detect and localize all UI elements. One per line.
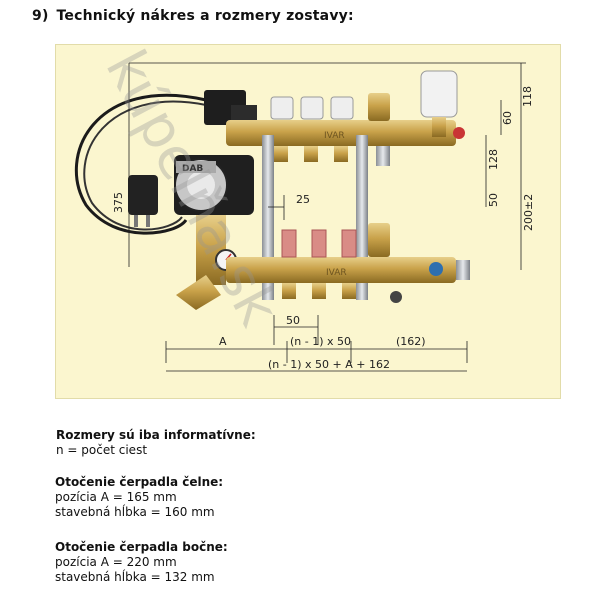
section-title: Technický nákres a rozmery zostavy: <box>56 8 354 24</box>
note-line: stavebná hĺbka = 132 mm <box>55 570 215 584</box>
dim-total: (n - 1) x 50 + A + 162 <box>268 358 390 371</box>
manifold-drawing: DAB IVAR IVAR <box>74 62 535 372</box>
dim-118: 118 <box>521 86 534 107</box>
dim-A: A <box>219 335 227 348</box>
drain-valve <box>429 262 443 276</box>
pump-body <box>196 215 226 285</box>
dim-128: 128 <box>487 149 500 170</box>
flow-meter-2 <box>311 229 327 258</box>
thermostatic-head <box>420 70 458 118</box>
pump-brand-label: DAB <box>182 164 203 174</box>
note-pump-front: Otočenie čerpadla čelne: pozícia A = 165… <box>55 475 223 520</box>
note-line: n = počet ciest <box>56 443 148 457</box>
note-line: pozícia A = 165 mm <box>55 490 177 504</box>
dim-162: (162) <box>396 335 426 348</box>
manifold-label-upper: IVAR <box>324 131 345 141</box>
note-informative: Rozmery sú iba informatívne: n = počet c… <box>56 428 256 458</box>
upper-manifold <box>226 120 456 146</box>
section-number: 9) <box>32 8 49 24</box>
note-pump-side: Otočenie čerpadla bočne: pozícia A = 220… <box>55 540 228 585</box>
circulation-pump: DAB <box>174 155 254 215</box>
dim-50-vertical: 50 <box>487 193 500 207</box>
dim-n1x50: (n - 1) x 50 <box>290 335 351 348</box>
power-plug <box>128 175 158 227</box>
pump-cable <box>74 93 207 235</box>
note-line: stavebná hĺbka = 160 mm <box>55 505 215 519</box>
note-title: Otočenie čerpadla čelne: <box>55 475 224 489</box>
pump-cable-2 <box>83 100 207 231</box>
dim-50-horizontal: 50 <box>286 314 300 327</box>
mixing-valve <box>176 275 221 310</box>
note-line: pozícia A = 220 mm <box>55 555 177 569</box>
technical-drawing: DAB IVAR IVAR <box>55 44 561 399</box>
section-heading: 9) Technický nákres a rozmery zostavy: <box>32 8 354 24</box>
dim-200: 200±2 <box>522 194 535 231</box>
dim-60: 60 <box>501 111 514 125</box>
side-fitting <box>456 260 470 280</box>
note-title: Rozmery sú iba informatívne: <box>56 428 256 442</box>
flow-meter-3 <box>341 229 357 258</box>
flow-meter-1 <box>281 229 297 258</box>
lower-manifold <box>226 257 456 283</box>
dim-25: 25 <box>296 193 310 206</box>
note-title: Otočenie čerpadla bočne: <box>55 540 228 554</box>
manifold-label-lower: IVAR <box>326 268 347 278</box>
dim-375: 375 <box>112 192 125 213</box>
